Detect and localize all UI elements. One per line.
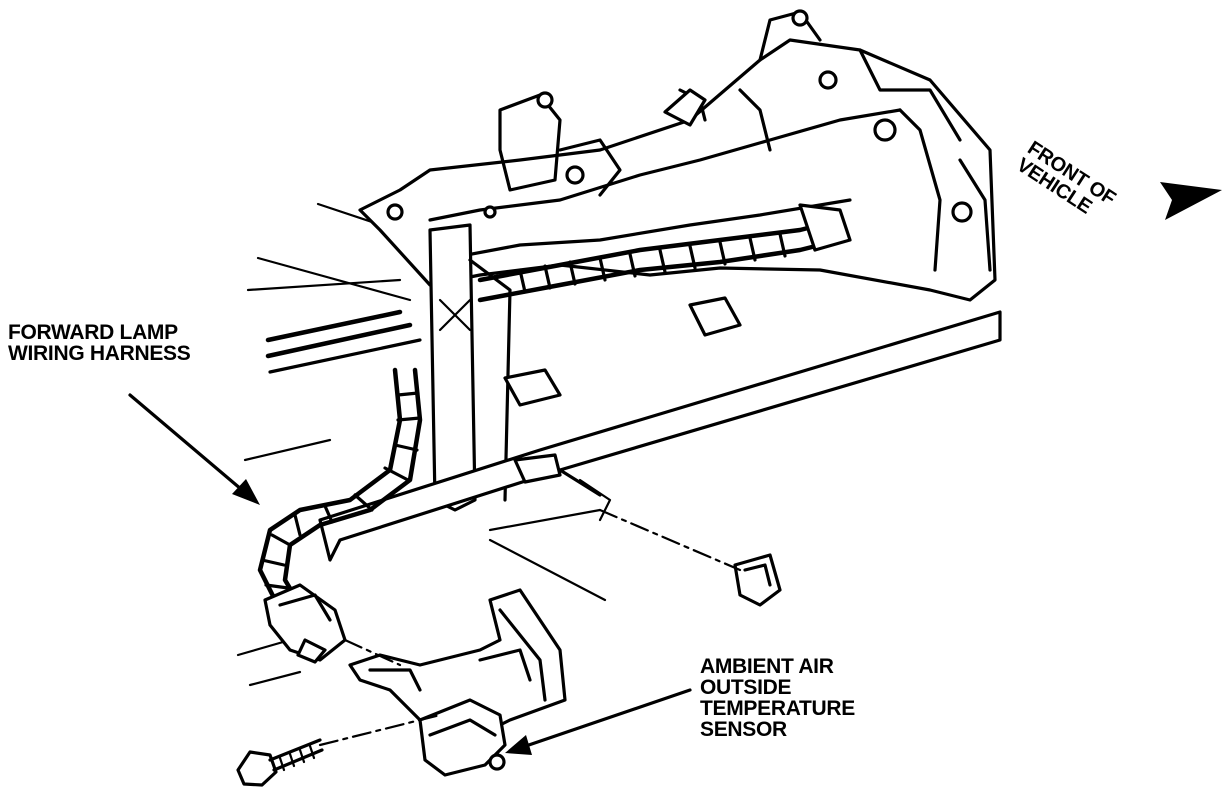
- label-line: AMBIENT AIR: [700, 655, 834, 678]
- sensor-bracket: [348, 588, 567, 742]
- label-line: SENSOR: [700, 718, 787, 741]
- label-line: WIRING HARNESS: [8, 342, 191, 365]
- label-line: FORWARD LAMP: [8, 321, 178, 344]
- assembly-lines: [318, 508, 742, 747]
- retaining-clip: [733, 553, 782, 607]
- forward-lamp-wiring-harness-label: FORWARD LAMP WIRING HARNESS: [8, 321, 191, 365]
- leader-harness: [128, 393, 260, 505]
- ambient-air-sensor-label: AMBIENT AIR OUTSIDE TEMPERATURE SENSOR: [700, 656, 855, 740]
- front-arrow: [1160, 182, 1222, 220]
- label-line: TEMPERATURE: [700, 697, 855, 720]
- support-bolts: [386, 9, 973, 223]
- leader-sensor: [505, 688, 692, 755]
- wiring-harness-bundle: [257, 203, 852, 608]
- vertical-bracket: [428, 223, 512, 512]
- mounting-screw: [236, 738, 324, 787]
- harness-connector: [263, 583, 347, 664]
- temperature-sensor: [418, 698, 507, 777]
- label-line: OUTSIDE: [700, 676, 792, 699]
- left-rails: [236, 202, 422, 687]
- lower-shelf: [318, 296, 1002, 602]
